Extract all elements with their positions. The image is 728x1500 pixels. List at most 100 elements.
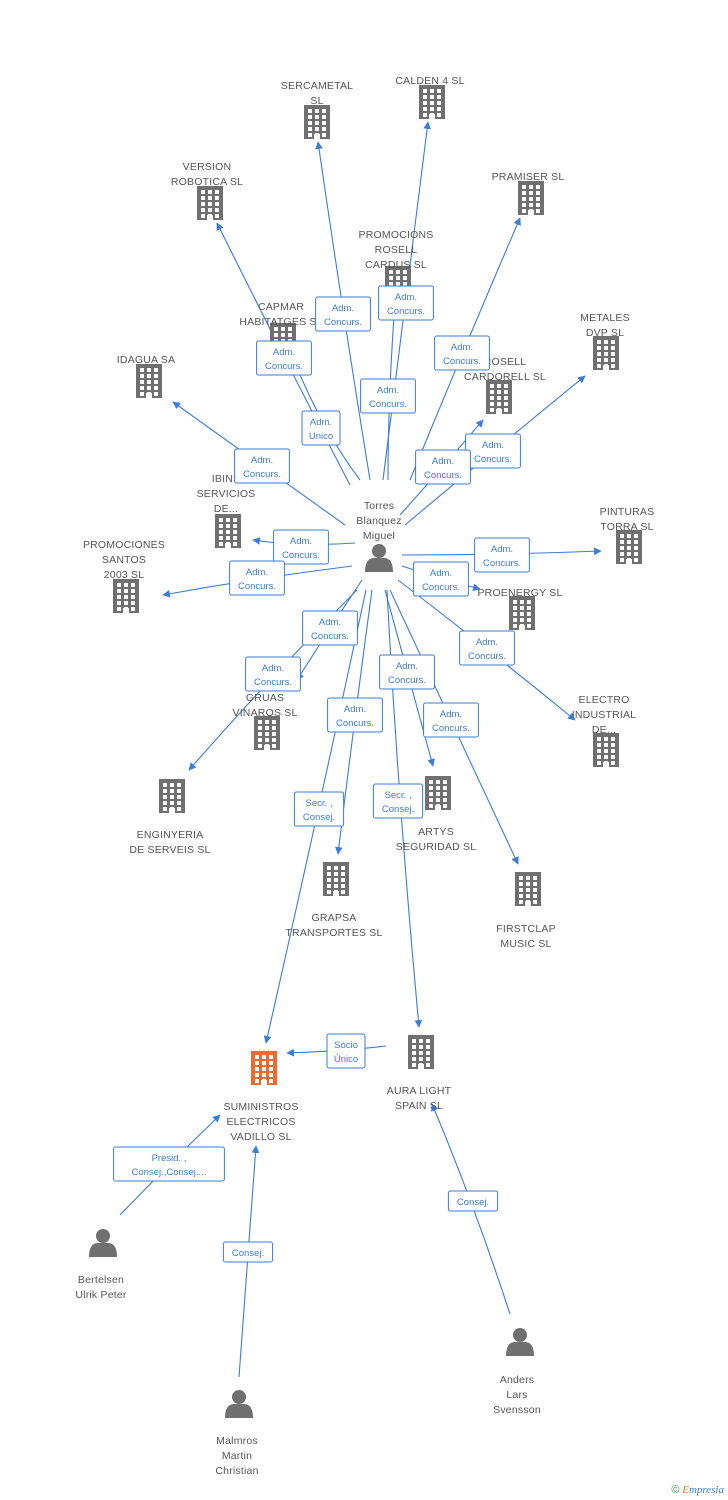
node-label: Ulrik Peter [75, 1289, 127, 1301]
edge-label-text: Adm. [332, 303, 354, 314]
node-label: Christian [215, 1465, 258, 1477]
edge-label-capmar[interactable]: Adm.Unico [301, 410, 341, 446]
edge-label-text: Adm. [482, 440, 504, 451]
edge-label-firstclap[interactable]: Adm.Concurs. [423, 702, 479, 738]
node-label: ENGINYERIA [137, 829, 204, 841]
edge-label-box [302, 610, 358, 646]
edge-label-rosell2[interactable]: Adm.Concurs. [415, 449, 471, 485]
edge-label-idagua[interactable]: Adm.Concurs. [234, 448, 290, 484]
node-label: SANTOS [102, 554, 146, 566]
edge-label-box [293, 791, 345, 827]
node-label: PINTURAS [600, 506, 655, 518]
edge-label-malmros[interactable]: Consej. [222, 1241, 274, 1263]
node-label: ARTYS [418, 826, 454, 838]
edge-label-promrosell[interactable]: Adm.Concurs. [360, 378, 416, 414]
node-label: Anders [500, 1374, 534, 1386]
brand-initial: E [682, 1484, 689, 1496]
edge-label-grapsa[interactable]: Adm.Concurs. [327, 697, 383, 733]
edge-label-sum-torres[interactable]: Secr. ,Consej. [293, 791, 345, 827]
edge-labels-layer: Adm. Concurs. Adm. Concurs. Adm. Concurs. Adm.… [113, 285, 530, 1263]
node-calden[interactable]: CALDEN 4 SL [395, 75, 464, 119]
edge-label-box [360, 378, 416, 414]
edge-label-text: Concurs. [432, 723, 470, 734]
edge-label-text: Concurs. [483, 558, 521, 569]
node-label: Bertelsen [78, 1274, 124, 1286]
node-vinaros[interactable]: GRUAS VINAROS SL [232, 692, 297, 750]
edge-label-vinaros[interactable]: Adm.Concurs. [302, 610, 358, 646]
edge-label-version[interactable]: Adm.Concurs. [256, 340, 312, 376]
building-icon [425, 776, 451, 810]
building-icon [509, 596, 535, 630]
edge-label-aura-torres[interactable]: Secr. ,Consej. [372, 783, 424, 819]
edge-label-text: Consej. [457, 1197, 489, 1208]
node-label: PROMOCIONS [359, 229, 434, 241]
edge-label-box [273, 529, 329, 565]
node-label: SL [310, 95, 323, 107]
edge-label-artys[interactable]: Adm. Concurs. [379, 654, 435, 690]
edge-label-text: Adm. [251, 455, 273, 466]
edge-label-text: Adm. [396, 661, 418, 672]
node-label: SEGURIDAD SL [396, 841, 477, 853]
node-enginyeria[interactable]: ENGINYERIA DE SERVEIS SL [129, 779, 210, 856]
node-proenergy[interactable]: PROENERGY SL [477, 587, 562, 630]
edge-label-text: Concurs. [282, 550, 320, 561]
edge-label-anders[interactable]: Consej. [447, 1190, 499, 1212]
edge-label-pramiser[interactable]: Adm.Concurs. [434, 335, 490, 371]
node-pramiser[interactable]: PRAMISER SL [492, 171, 565, 215]
edge-label-box [229, 560, 285, 596]
edge-label-promsantos[interactable]: Adm.Concurs. [229, 560, 285, 596]
edge-label-calden[interactable]: Adm.Concurs. [378, 285, 434, 321]
edge-label-box [378, 285, 434, 321]
node-ibins[interactable]: IBINSSERVICIOSDE... [197, 473, 256, 548]
edge-label-metales[interactable]: Adm.Concurs. [465, 433, 521, 469]
building-icon [518, 181, 544, 215]
edge-label-proenergy[interactable]: Adm.Concurs. [413, 561, 469, 597]
edge-label-pinturas[interactable]: Adm.Concurs. [474, 537, 530, 573]
edge-label-text: Consej. [382, 804, 414, 815]
node-label: SERVICIOS [197, 488, 256, 500]
node-label: GRUAS [246, 692, 284, 704]
node-artys[interactable]: ARTYS SEGURIDAD SL [396, 776, 477, 853]
node-label: IBINS [212, 473, 240, 485]
edge-label-sercametal[interactable]: Adm.Concurs. [315, 296, 371, 332]
edge-label-enginyeria[interactable]: Adm. Concurs. [245, 656, 301, 692]
node-idagua[interactable]: IDAGUA SA [117, 354, 175, 398]
edge-label-text: Concurs. [388, 675, 426, 686]
brand-watermark[interactable]: © Empresia [671, 1484, 724, 1496]
node-label: ROBOTICA SL [171, 176, 243, 188]
edge-label-electro[interactable]: Adm.Concurs. [459, 630, 515, 666]
node-label: VINAROS SL [232, 707, 297, 719]
person-icon [225, 1390, 253, 1418]
edge-label-text: Único [334, 1054, 358, 1065]
edge-label-bertelsen[interactable]: Presid. ,Consej.,Consej.... [113, 1146, 225, 1182]
node-electro[interactable]: ELECTROINDUSTRIALDE... [572, 694, 636, 767]
edge-label-text: Adm. [262, 663, 284, 674]
edge-label-text: Presid. , [152, 1153, 187, 1164]
node-label: PROENERGY SL [477, 587, 562, 599]
edge-label-text: Adm. [273, 347, 295, 358]
edge-label-text: Adm. [319, 617, 341, 628]
building-icon [408, 1035, 434, 1069]
edge-label-ibins[interactable]: Adm.Concurs. [273, 529, 329, 565]
building-icon [323, 862, 349, 896]
node-label: FIRSTCLAP [496, 923, 556, 935]
edge-label-box [434, 335, 490, 371]
building-icon [136, 364, 162, 398]
node-label: DE SERVEIS SL [129, 844, 210, 856]
edge-label-text: Concurs. [254, 677, 292, 688]
